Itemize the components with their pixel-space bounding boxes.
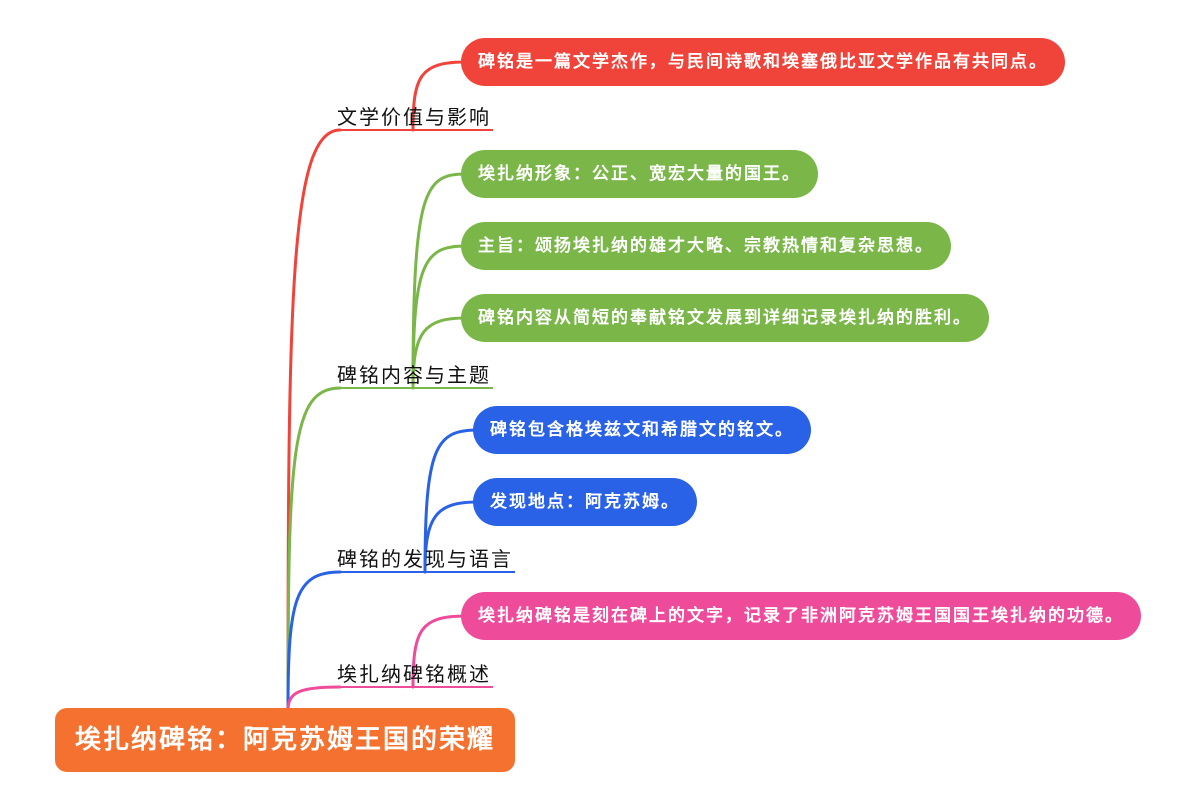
root-topic[interactable]: 埃扎纳碑铭：阿克苏姆王国的荣耀	[55, 708, 516, 772]
leaf-topic-label: 碑铭内容从简短的奉献铭文发展到详细记录埃扎纳的胜利。	[478, 308, 972, 328]
connector-root-to-content-theme	[286, 386, 342, 712]
branch-topic-label: 碑铭内容与主题	[337, 363, 491, 387]
leaf-topic-label: 埃扎纳碑铭是刻在碑上的文字，记录了非洲阿克苏姆王国国王埃扎纳的功德。	[478, 606, 1124, 626]
leaf-topic-content-evolution[interactable]: 碑铭内容从简短的奉献铭文发展到详细记录埃扎纳的胜利。	[461, 294, 989, 342]
connector-root-to-discovery-language	[286, 570, 342, 712]
root-topic-label: 埃扎纳碑铭：阿克苏姆王国的荣耀	[75, 725, 496, 755]
branch-topic-label: 文学价值与影响	[337, 105, 491, 129]
leaf-topic-main-theme[interactable]: 主旨：颂扬埃扎纳的雄才大略、宗教热情和复杂思想。	[461, 222, 951, 270]
connector-discovery-language-leaf-1	[423, 428, 480, 574]
branch-topic-label: 碑铭的发现与语言	[337, 547, 513, 571]
leaf-topic-label: 主旨：颂扬埃扎纳的雄才大略、宗教热情和复杂思想。	[478, 236, 934, 256]
branch-topic-discovery-language[interactable]: 碑铭的发现与语言	[337, 547, 515, 573]
connector-literary-value-leaf-1	[411, 60, 468, 132]
branch-topic-literary-value[interactable]: 文学价值与影响	[337, 105, 493, 131]
branch-topic-content-theme[interactable]: 碑铭内容与主题	[337, 363, 493, 389]
connector-overview-leaf-1	[411, 614, 468, 689]
leaf-topic-literary-masterpiece[interactable]: 碑铭是一篇文学杰作，与民间诗歌和埃塞俄比亚文学作品有共同点。	[461, 38, 1065, 86]
connector-root-to-literary-value	[286, 128, 342, 712]
leaf-topic-label: 碑铭包含格埃兹文和希腊文的铭文。	[490, 420, 794, 440]
leaf-topic-languages[interactable]: 碑铭包含格埃兹文和希腊文的铭文。	[473, 406, 811, 454]
leaf-topic-discovery-site[interactable]: 发现地点：阿克苏姆。	[473, 478, 697, 526]
branch-topic-overview[interactable]: 埃扎纳碑铭概述	[337, 662, 493, 688]
branch-topic-label: 埃扎纳碑铭概述	[337, 662, 491, 686]
leaf-topic-overview-summary[interactable]: 埃扎纳碑铭是刻在碑上的文字，记录了非洲阿克苏姆王国国王埃扎纳的功德。	[461, 592, 1141, 640]
connector-discovery-language-leaf-2	[423, 500, 480, 574]
leaf-topic-ezana-image[interactable]: 埃扎纳形象：公正、宽宏大量的国王。	[461, 150, 818, 198]
leaf-topic-label: 埃扎纳形象：公正、宽宏大量的国王。	[478, 164, 801, 184]
connector-content-theme-leaf-3	[411, 316, 468, 390]
connector-root-to-overview	[286, 685, 342, 712]
leaf-topic-label: 碑铭是一篇文学杰作，与民间诗歌和埃塞俄比亚文学作品有共同点。	[478, 52, 1048, 72]
connector-content-theme-leaf-2	[411, 244, 468, 390]
leaf-topic-label: 发现地点：阿克苏姆。	[490, 492, 680, 512]
